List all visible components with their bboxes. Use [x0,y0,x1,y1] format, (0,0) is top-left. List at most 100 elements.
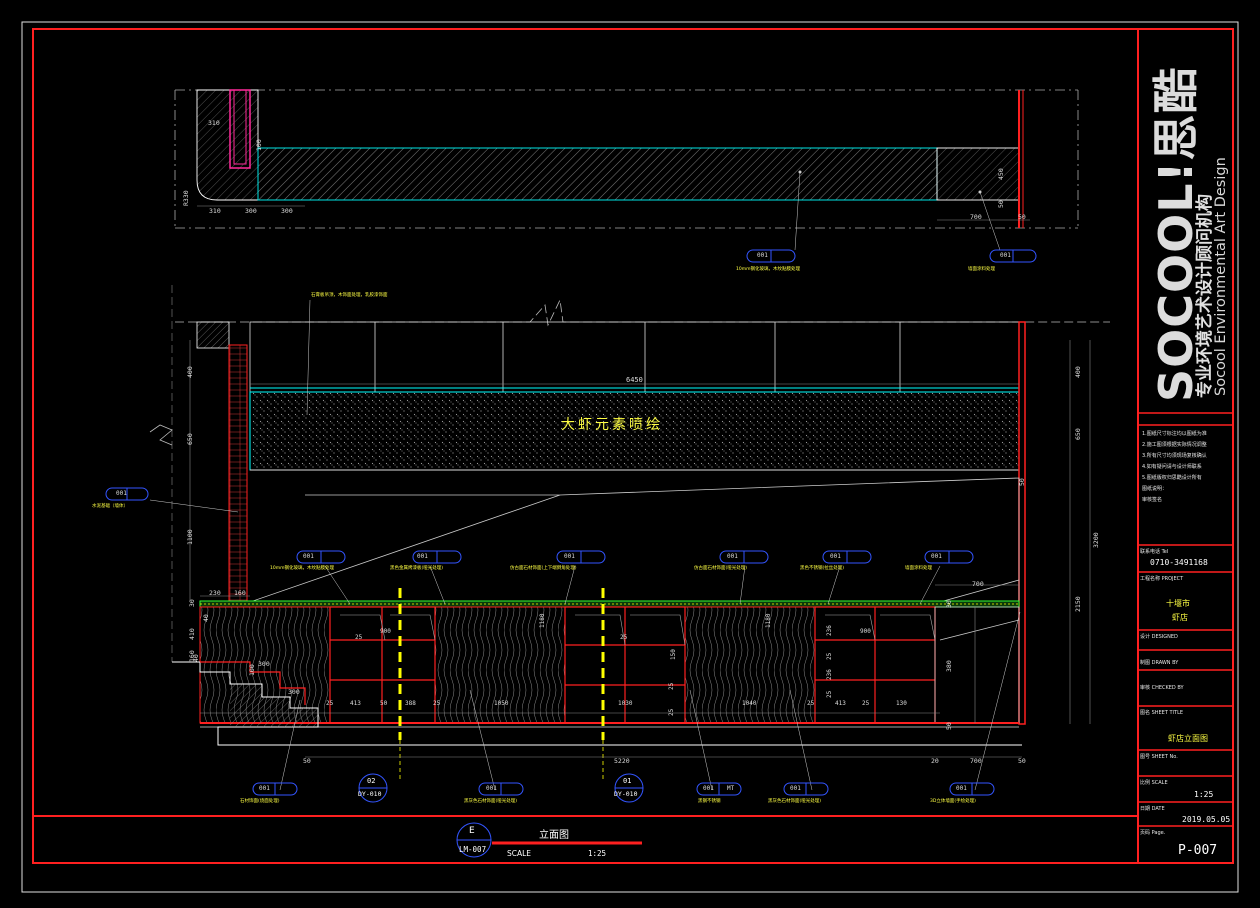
dim-label: 25 [433,700,441,707]
note-line: 3.所有尺寸均须现场复核确认 [1142,453,1207,459]
dim-label: 300 [281,207,293,215]
dim-label: 900 [380,628,391,635]
dim-label: 380 [945,660,953,672]
dim-label: 1180 [539,613,546,628]
checked-label: 审核 CHECKED BY [1140,685,1184,691]
dim-label: 40 [192,654,200,662]
dim-label: 230 [209,589,221,597]
dim-label: 2150 [1074,596,1082,612]
callout-tag: 001 [486,785,497,792]
top-dimension: 6450 [626,376,643,384]
dim-label: 50 [303,757,311,765]
designer-label: 设计 DESIGNED [1140,634,1178,640]
title-block-grid [1138,412,1233,827]
dim-label: 650 [1074,428,1082,440]
section-mark-num: 01 [623,777,632,785]
callout-text: 3D立体墙面(手绘处理) [930,799,976,804]
dim-label: 20 [931,757,939,765]
dim-label: 25 [326,700,334,707]
dim-label: 1100 [186,529,194,545]
callout-tag: 001 [757,252,768,259]
dim-label: 3200 [1092,532,1100,548]
page-label: 页码 Page. [1140,830,1166,836]
date-label: 日期 DATE [1140,806,1165,812]
plan-callout-1 [746,249,796,263]
dim-label: 400 [1074,366,1082,378]
elev-callouts-top [105,487,974,564]
dim-label: 50 [1018,213,1026,221]
brand-tagline-cn: 专业环境艺术设计顾问机构 [1195,194,1215,398]
dim-label: 150 [670,649,677,660]
callout-text: 黑钢不锈钢 [698,799,721,804]
callout-tag: 001 [727,553,738,560]
dim-label: 25 [862,700,870,707]
callout-text: 黑色金属烤漆板(哑光处理) [390,566,444,571]
dim-label: 413 [835,700,846,707]
callout-tag: 001 [303,553,314,560]
date-value: 2019.05.05 [1182,815,1231,824]
phone-label: 联系电话 Tel [1140,549,1169,555]
drawing-scale-value: 1:25 [588,849,607,858]
sheet-no-label: 图号 SHEET No. [1140,754,1178,760]
dim-label: 450 [997,168,1005,180]
callout-tag: MT [727,785,735,792]
dim-label: 1180 [765,613,772,628]
dim-label: 400 [186,366,194,378]
dim-label: 310 [208,119,220,127]
dim-label: 1050 [494,700,509,707]
dim-label: 25 [807,700,815,707]
project-label: 工程名称 PROJECT [1140,576,1184,582]
callout-tag: 001 [417,553,428,560]
drawing-frame [32,28,1234,864]
scale-label: 比例 SCALE [1140,780,1168,786]
project-name-1: 十堰市 [1166,599,1190,608]
dim-label: R330 [182,190,190,206]
dim-label: 25 [668,708,675,716]
dim-label: 25 [826,690,833,698]
dim-label: 388 [405,700,416,707]
callout-text: 石材饰面(烧面处理) [240,799,280,804]
dim-label: 1030 [618,700,633,707]
callout-tag: 001 [931,553,942,560]
dim-label: 25 [668,682,675,690]
callout-tag: 001 [1000,252,1011,259]
dim-label: 50 [1018,757,1026,765]
drawing-scale-label: SCALE [507,849,532,858]
sheet-border [21,21,1239,893]
callout-text: 10mm钢化玻璃，木纹贴膜处理 [736,267,800,272]
dim-label: 25 [355,634,363,641]
note-line: 图纸说明： [1142,486,1168,492]
note-line: 4.如有疑问请与设计师联系 [1142,464,1202,470]
dim-label: 410 [188,628,196,640]
dim-label: 700 [970,757,982,765]
dim-label: 25 [620,634,628,641]
callout-text: 墙面涂料处理 [968,267,995,272]
callout-tag: 001 [703,785,714,792]
brand-tagline-en: Socool Environmental Art Design [1213,157,1229,396]
callout-text: 水泥基础（墙体） [92,504,128,509]
callout-text: 仿古面石材饰面(哑光处理) [694,566,748,571]
section-mark-ref: DY-010 [614,790,638,798]
dim-label: 40 [202,614,210,622]
plan-view [174,89,1079,251]
dim-label: 100 [248,664,256,676]
phone-value: 0710-3491168 [1150,558,1208,567]
drawn-label: 制图 DRAWN BY [1140,660,1179,666]
dim-label: 50 [380,700,388,707]
mural-label: 大虾元素喷绘 [561,417,663,433]
marker-letter: E [469,826,475,836]
callout-tag: 001 [956,785,967,792]
page-value: P-007 [1178,843,1218,858]
dim-label: 236 [826,669,833,680]
section-mark-ref: DY-010 [358,790,382,798]
callout-text: 黑灰色石材饰面(哑光处理) [768,799,822,804]
elevation-view [149,285,1110,791]
section-mark-num: 02 [367,777,376,785]
note-line: 1.图纸尺寸标注均以图纸为准 [1142,431,1207,437]
drawing-title-marker [456,822,642,858]
callout-text: 仿古面石材饰面(上下端倒角处理) [510,566,577,571]
dim-label: 310 [209,207,221,215]
callout-text: 墙面涂料处理 [905,566,932,571]
note-line: 审核签名 [1142,497,1163,503]
note-line: 2.施工图须根据实际情况调整 [1142,442,1207,448]
